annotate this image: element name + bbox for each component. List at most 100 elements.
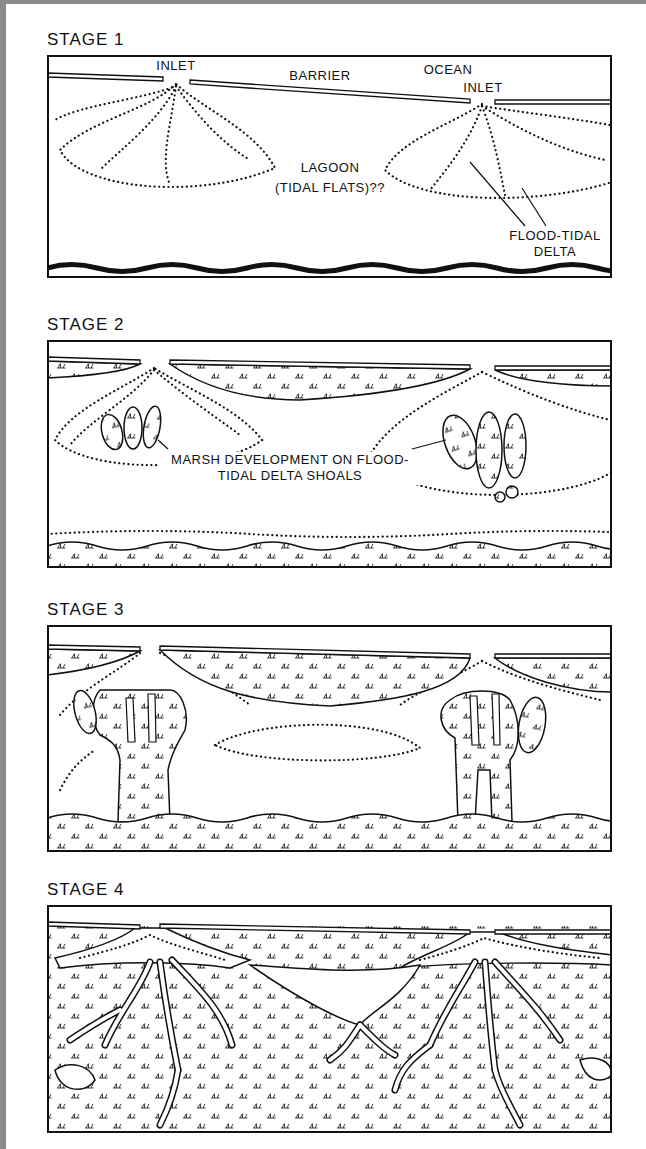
inlet-water — [400, 932, 612, 968]
tidal-flat-edge — [215, 725, 420, 761]
barrier-island — [160, 646, 470, 658]
barrier-island — [47, 922, 140, 929]
delta-lobe — [100, 86, 176, 170]
channel-water — [430, 962, 475, 1045]
text-label: INLET — [461, 80, 504, 96]
text-label: FLOOD-TIDAL DELTA — [503, 228, 607, 261]
open-water — [55, 928, 612, 1089]
marsh-island — [506, 486, 518, 498]
stage-heading: STAGE 2 — [47, 315, 125, 335]
barrier-island — [495, 366, 612, 370]
leader-line — [470, 162, 546, 226]
back-barrier-marsh — [495, 370, 612, 386]
channel-bank — [160, 962, 178, 1070]
barrier-island — [495, 100, 612, 104]
delta-lobe — [420, 938, 600, 960]
channel-water — [160, 962, 178, 1070]
marsh-island — [70, 688, 101, 736]
barrier-island — [495, 654, 612, 658]
marsh-island — [124, 407, 142, 449]
delta-outline — [60, 84, 275, 187]
stage-panel: STAGE 4 — [47, 905, 612, 1133]
channel-bank — [430, 962, 475, 1045]
channel-water — [70, 1010, 120, 1040]
lagoon-flat-edge — [47, 531, 612, 537]
barrier-island — [47, 357, 140, 364]
channel-bank — [172, 960, 232, 1045]
stage-heading: STAGE 1 — [47, 30, 125, 50]
delta-lobe — [55, 86, 176, 120]
delta-lobe — [482, 106, 610, 125]
delta-lobe — [80, 935, 225, 960]
mainland-marsh — [47, 814, 612, 852]
text-label: OCEAN — [422, 62, 475, 78]
channel-water — [160, 1070, 178, 1125]
marsh-pond — [55, 1065, 95, 1090]
stage-panel: STAGE 3 — [47, 625, 612, 852]
text-label: LAGOON — [299, 160, 362, 176]
stage-heading: STAGE 4 — [47, 880, 125, 900]
stage-two-drawing — [47, 357, 612, 568]
channel-water — [495, 962, 560, 1040]
text-label: INLET — [154, 58, 197, 74]
delta-lobe — [176, 86, 250, 160]
channel-water — [395, 1045, 430, 1090]
delta-lobe — [430, 106, 482, 190]
delta-lobe — [166, 86, 176, 185]
marsh — [47, 926, 612, 1133]
channel-water — [485, 962, 495, 1070]
stage-three-drawing — [47, 645, 612, 852]
tidal-channels — [70, 960, 560, 1125]
flood-tidal-delta — [80, 935, 600, 960]
tidal-channel — [148, 694, 156, 742]
tidal-channel — [492, 694, 500, 745]
back-barrier-marsh — [170, 364, 470, 400]
channel-bank — [105, 962, 150, 1045]
channel-bank — [495, 1070, 520, 1125]
channel-bank — [360, 1025, 395, 1055]
barrier-island — [47, 73, 163, 81]
flood-tidal-delta — [55, 84, 612, 198]
stage-four-drawing — [47, 922, 612, 1133]
channel-bank — [70, 1010, 120, 1040]
tidal-channel — [470, 696, 479, 745]
lagoon-water — [250, 965, 420, 1025]
frame-edge — [0, 0, 646, 4]
marsh-island — [476, 412, 502, 488]
barrier-island — [170, 360, 470, 369]
marsh-island — [495, 492, 505, 502]
marsh — [47, 361, 612, 568]
tidal-channel — [126, 694, 500, 745]
marsh-complex — [93, 690, 186, 822]
mainland-marsh — [47, 542, 612, 568]
back-barrier-marsh — [160, 650, 470, 706]
tidal-flat-edge — [60, 750, 95, 790]
marsh-island — [98, 412, 127, 452]
channel-water — [360, 1025, 395, 1055]
text-label: (TIDAL FLATS)?? — [273, 180, 387, 196]
text-label: BARRIER — [287, 68, 352, 84]
barrier-island — [47, 645, 140, 651]
barrier-island — [495, 930, 612, 934]
back-barrier-marsh — [495, 658, 612, 692]
marsh-complex — [441, 691, 518, 822]
channel-bank — [485, 962, 495, 1070]
delta-lobe — [482, 106, 605, 160]
stage-one-drawing — [47, 73, 612, 272]
marsh-pond — [580, 1058, 612, 1080]
mainland-shore — [47, 265, 612, 272]
back-barrier-marsh — [47, 649, 140, 675]
channel-bank — [395, 1045, 430, 1090]
barrier-island — [160, 924, 470, 934]
channel-water — [495, 1070, 520, 1125]
tidal-channel — [126, 698, 135, 742]
marsh — [47, 649, 612, 852]
delta-lobe — [482, 106, 505, 195]
channel-water — [172, 960, 232, 1045]
channel-water — [330, 1025, 360, 1060]
delta-outline — [385, 104, 612, 198]
marsh-island — [514, 695, 549, 755]
text-label: MARSH DEVELOPMENT ON FLOOD-TIDAL DELTA S… — [158, 452, 422, 485]
stage-heading: STAGE 3 — [47, 600, 125, 620]
